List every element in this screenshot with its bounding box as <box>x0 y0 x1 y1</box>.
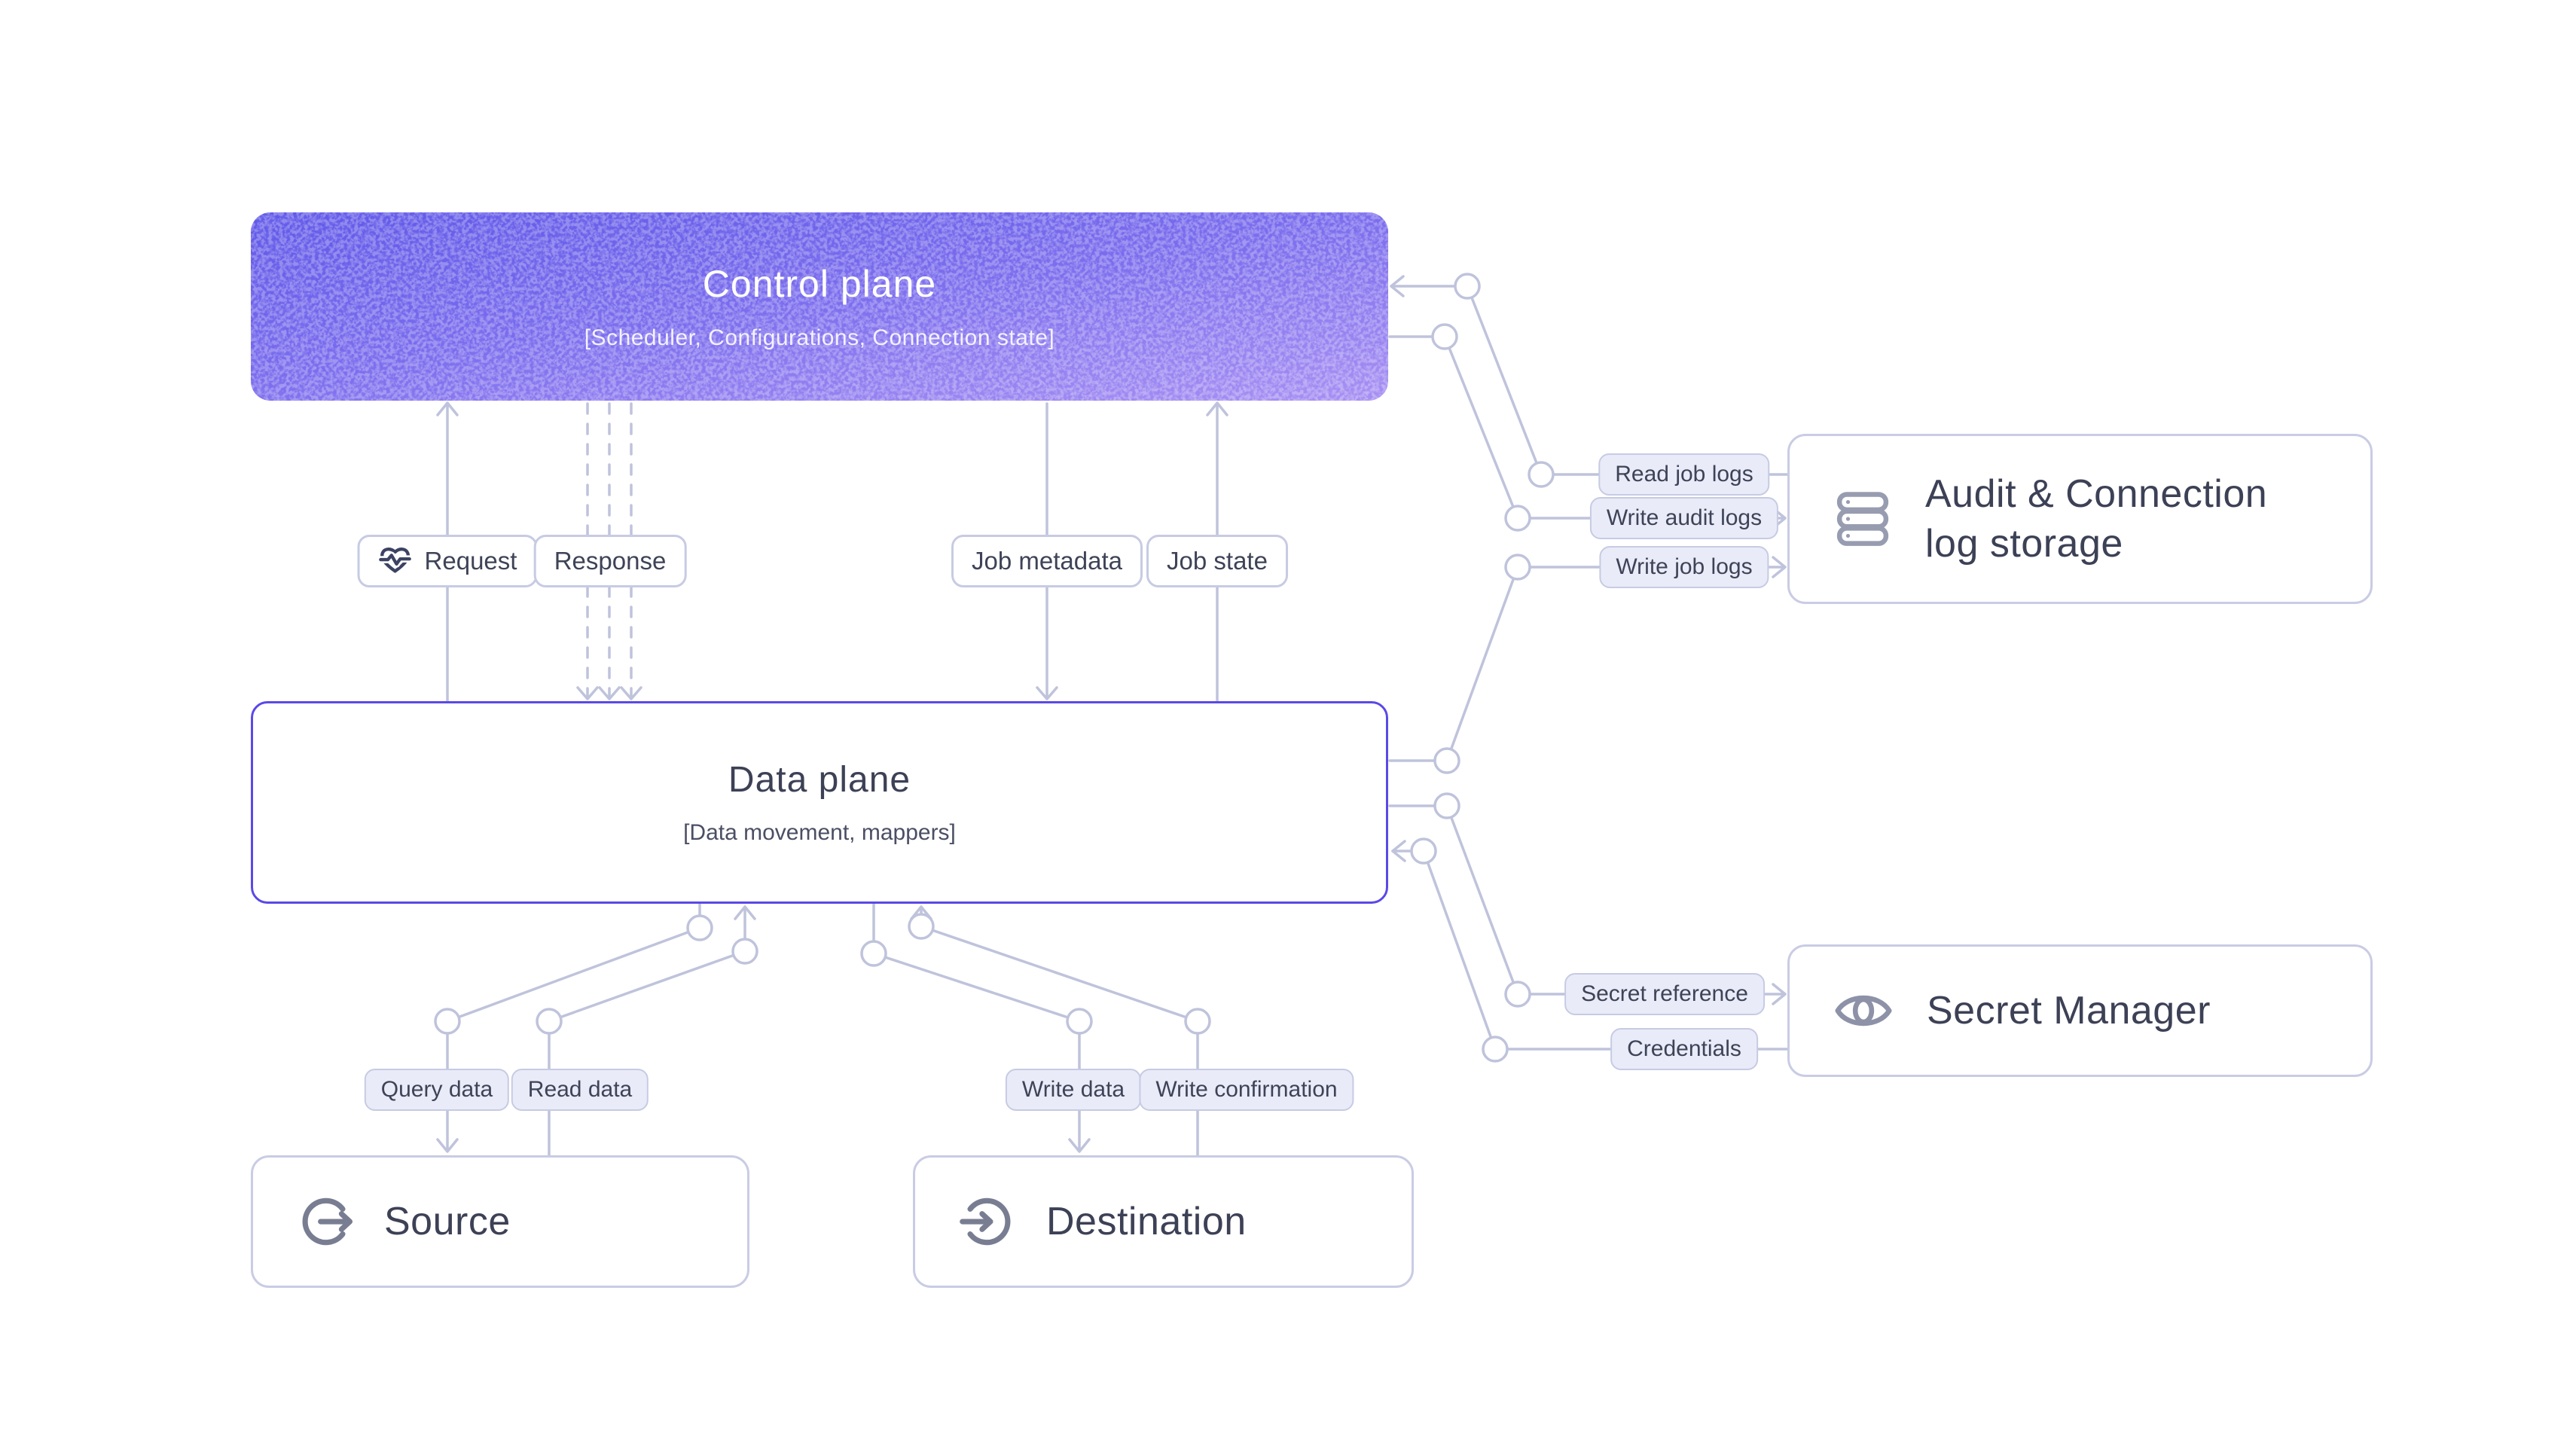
read-job-logs-label-text: Read job logs <box>1615 462 1753 487</box>
control-plane-box: Control plane [Scheduler, Configurations… <box>251 212 1388 401</box>
source-title: Source <box>384 1200 511 1243</box>
logout-circle-arrow-icon <box>297 1193 354 1250</box>
audit-title-line1: Audit & Connection <box>1925 472 2268 516</box>
read-job-logs-label: Read job logs <box>1598 453 1770 496</box>
job-state-label: Job state <box>1146 535 1288 587</box>
data-plane-subtitle: [Data movement, mappers] <box>683 820 956 845</box>
write-data-label: Write data <box>1005 1069 1142 1111</box>
write-job-logs-label: Write job logs <box>1599 546 1769 588</box>
destination-title: Destination <box>1046 1200 1247 1243</box>
query-data-label: Query data <box>364 1069 510 1111</box>
data-plane-box: Data plane [Data movement, mappers] <box>251 701 1388 904</box>
heartbeat-icon <box>377 544 413 578</box>
edge-read-job-logs <box>1390 273 1789 488</box>
write-audit-logs-label-text: Write audit logs <box>1606 505 1763 530</box>
edge-query-data <box>434 902 713 1153</box>
query-data-label-text: Query data <box>380 1077 493 1102</box>
edge-read-data <box>536 905 758 1157</box>
control-plane-subtitle: [Scheduler, Configurations, Connection s… <box>584 325 1055 350</box>
job-metadata-label-text: Job metadata <box>972 547 1122 575</box>
credentials-label: Credentials <box>1610 1028 1758 1070</box>
write-job-logs-label-text: Write job logs <box>1616 554 1753 579</box>
secret-manager-box: Secret Manager <box>1787 944 2373 1077</box>
secret-reference-label-text: Secret reference <box>1581 981 1748 1006</box>
data-plane-title: Data plane <box>728 760 911 800</box>
write-confirmation-label: Write confirmation <box>1139 1069 1354 1111</box>
read-data-label-text: Read data <box>527 1077 633 1102</box>
audit-log-storage-title: Audit & Connection log storage <box>1925 469 2267 569</box>
source-box: Source <box>251 1155 749 1288</box>
eye-icon <box>1833 981 1894 1041</box>
secret-manager-title: Secret Manager <box>1927 989 2211 1033</box>
request-label: Request <box>357 535 538 587</box>
audit-log-storage-box: Audit & Connection log storage <box>1787 434 2373 604</box>
request-label-text: Request <box>424 547 517 575</box>
response-label-text: Response <box>554 547 667 575</box>
read-data-label: Read data <box>511 1069 649 1111</box>
secret-reference-label: Secret reference <box>1564 973 1765 1015</box>
credentials-label-text: Credentials <box>1627 1036 1741 1061</box>
destination-box: Destination <box>913 1155 1414 1288</box>
edge-write-confirmation <box>908 905 1211 1157</box>
write-confirmation-label-text: Write confirmation <box>1155 1077 1338 1102</box>
job-metadata-label: Job metadata <box>951 535 1143 587</box>
response-label: Response <box>533 535 687 587</box>
job-state-label-text: Job state <box>1167 547 1268 575</box>
login-circle-arrow-icon <box>959 1193 1016 1250</box>
edge-write-data <box>860 902 1093 1153</box>
server-stack-icon <box>1833 490 1892 548</box>
write-data-label-text: Write data <box>1021 1077 1125 1102</box>
write-audit-logs-label: Write audit logs <box>1589 497 1779 539</box>
audit-title-line2: log storage <box>1925 522 2123 566</box>
edge-response-arrows <box>576 686 642 700</box>
control-plane-title: Control plane <box>702 263 937 305</box>
grain-texture <box>251 212 1388 401</box>
